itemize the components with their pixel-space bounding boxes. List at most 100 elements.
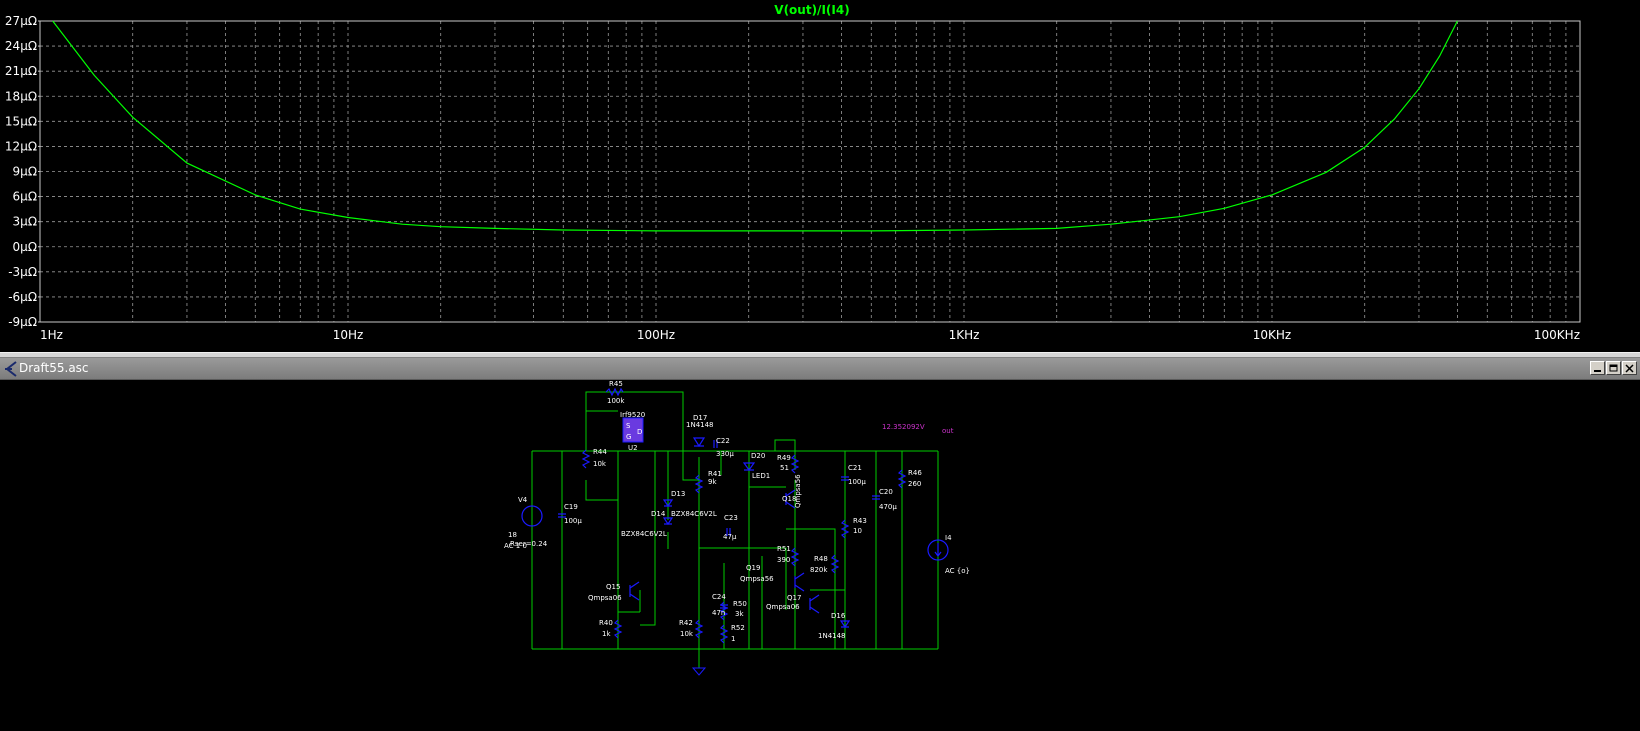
schematic-window-titlebar[interactable]: Draft55.asc (0, 358, 1640, 380)
net-label-out: out (942, 427, 954, 435)
schematic-drawing[interactable]: 12.352092V out R45 100k Irf9520 U2 S D G… (0, 380, 1640, 731)
y-tick-label: 9µΩ (13, 165, 37, 179)
label-u2-s: S (626, 422, 631, 430)
component-labels: R45 100k Irf9520 U2 S D G D17 1N4148 C22… (504, 380, 970, 643)
schematic-canvas[interactable]: 12.352092V out R45 100k Irf9520 U2 S D G… (0, 380, 1640, 731)
label-r52-value: 1 (731, 635, 735, 643)
label-d14-part: BZX84C6V2L (621, 530, 667, 538)
label-r40-value: 1k (602, 630, 611, 638)
label-r42: R42 (679, 619, 693, 627)
label-r42-value: 10k (680, 630, 694, 638)
plot-title: V(out)/I(I4) (774, 3, 849, 17)
y-axis-ticks: 27µΩ24µΩ21µΩ18µΩ15µΩ12µΩ9µΩ6µΩ3µΩ0µΩ-3µΩ… (5, 14, 40, 329)
label-c21-value: 100µ (848, 478, 866, 486)
x-tick-label: 10Hz (333, 328, 364, 342)
label-u2: U2 (628, 444, 638, 452)
y-tick-label: 18µΩ (5, 89, 37, 103)
label-d17-part: 1N4148 (686, 421, 714, 429)
maximize-button[interactable] (1606, 361, 1621, 375)
label-c22: C22 (716, 437, 730, 445)
label-r44-value: 10k (593, 460, 607, 468)
x-axis-ticks: 1Hz 10Hz 100Hz 1KHz 10KHz 100KHz (40, 328, 1580, 342)
plot-grid (40, 21, 1580, 322)
mosfet-u2[interactable] (622, 417, 644, 443)
label-i4-value: AC {o} (945, 567, 970, 575)
label-r43: R43 (853, 517, 867, 525)
y-tick-label: -9µΩ (8, 315, 37, 329)
pane-splitter[interactable] (0, 352, 1640, 358)
label-r40: R40 (599, 619, 613, 627)
close-icon (1625, 364, 1634, 373)
label-d16: D16 (831, 612, 846, 620)
label-r52: R52 (731, 624, 745, 632)
x-tick-label: 100Hz (637, 328, 675, 342)
label-i4: I4 (945, 534, 952, 542)
label-q19-part: Qmpsa56 (740, 575, 774, 583)
label-q18-part: Qmpsa56 (794, 474, 802, 508)
label-r48: R48 (814, 555, 828, 563)
label-c20: C20 (879, 488, 893, 496)
y-tick-label: -6µΩ (8, 290, 37, 304)
label-q18: Q18 (782, 495, 796, 503)
label-r48-value: 820k (810, 566, 828, 574)
label-r50-value: 3k (735, 610, 744, 618)
close-button[interactable] (1622, 361, 1637, 375)
label-c19: C19 (564, 503, 578, 511)
label-d16-part: 1N4148 (818, 632, 846, 640)
schematic-doc-icon (5, 361, 17, 377)
label-c24-value: 47n (712, 609, 725, 617)
y-tick-label: 6µΩ (13, 190, 37, 204)
label-d13: D13 (671, 490, 685, 498)
ground-icon (691, 667, 707, 676)
label-r46: R46 (908, 469, 922, 477)
label-d20-part: LED1 (752, 472, 770, 480)
schematic-window-title: Draft55.asc (19, 361, 89, 375)
label-d17: D17 (693, 414, 707, 422)
y-tick-label: 15µΩ (5, 114, 37, 128)
minimize-icon (1594, 370, 1601, 372)
waveform-plot[interactable]: V(out)/I(I4) 27µΩ24µΩ21µΩ18µΩ15µΩ12µΩ9µΩ… (0, 0, 1640, 352)
x-tick-label: 1Hz (40, 328, 63, 342)
x-tick-label: 100KHz (1534, 328, 1580, 342)
x-tick-label: 10KHz (1253, 328, 1291, 342)
minimize-button[interactable] (1590, 361, 1605, 375)
label-v4-rser: Rser=0.24 (510, 540, 548, 548)
label-r41: R41 (708, 470, 722, 478)
y-tick-label: 0µΩ (13, 240, 37, 254)
label-u2-part: Irf9520 (620, 411, 645, 419)
label-r51: R51 (777, 545, 791, 553)
label-r49: R49 (777, 454, 791, 462)
label-c22-value: 330µ (716, 450, 734, 458)
label-q17-part: Qmpsa06 (766, 603, 800, 611)
label-d20: D20 (751, 452, 765, 460)
label-q15-part: Qmpsa06 (588, 594, 622, 602)
label-r50: R50 (733, 600, 747, 608)
y-tick-label: -3µΩ (8, 265, 37, 279)
y-tick-label: 21µΩ (5, 64, 37, 78)
label-c19-value: 100µ (564, 517, 582, 525)
label-c21: C21 (848, 464, 862, 472)
label-u2-g: G (626, 433, 631, 441)
label-r43-value: 10 (853, 527, 862, 535)
net-label-voltage: 12.352092V (882, 423, 925, 431)
y-tick-label: 27µΩ (5, 14, 37, 28)
label-r45: R45 (609, 380, 623, 388)
label-v4-ac: AC 1 0 (504, 542, 527, 550)
maximize-icon (1609, 364, 1618, 372)
label-c23: C23 (724, 514, 738, 522)
label-r44: R44 (593, 448, 607, 456)
label-c24: C24 (712, 593, 726, 601)
label-r49-value: 51 (780, 464, 789, 472)
label-d14: D14 (651, 510, 666, 518)
label-r45-value: 100k (607, 397, 625, 405)
schematic-components (521, 387, 949, 644)
x-tick-label: 1KHz (949, 328, 980, 342)
label-c20-value: 470µ (879, 503, 897, 511)
label-v4-value: 18 (508, 531, 517, 539)
label-r51-value: 390 (777, 556, 790, 564)
label-d13-part: BZX84C6V2L (671, 510, 717, 518)
y-tick-label: 12µΩ (5, 139, 37, 153)
label-q17: Q17 (787, 594, 801, 602)
trace-vout-over-i4[interactable] (52, 20, 1458, 232)
